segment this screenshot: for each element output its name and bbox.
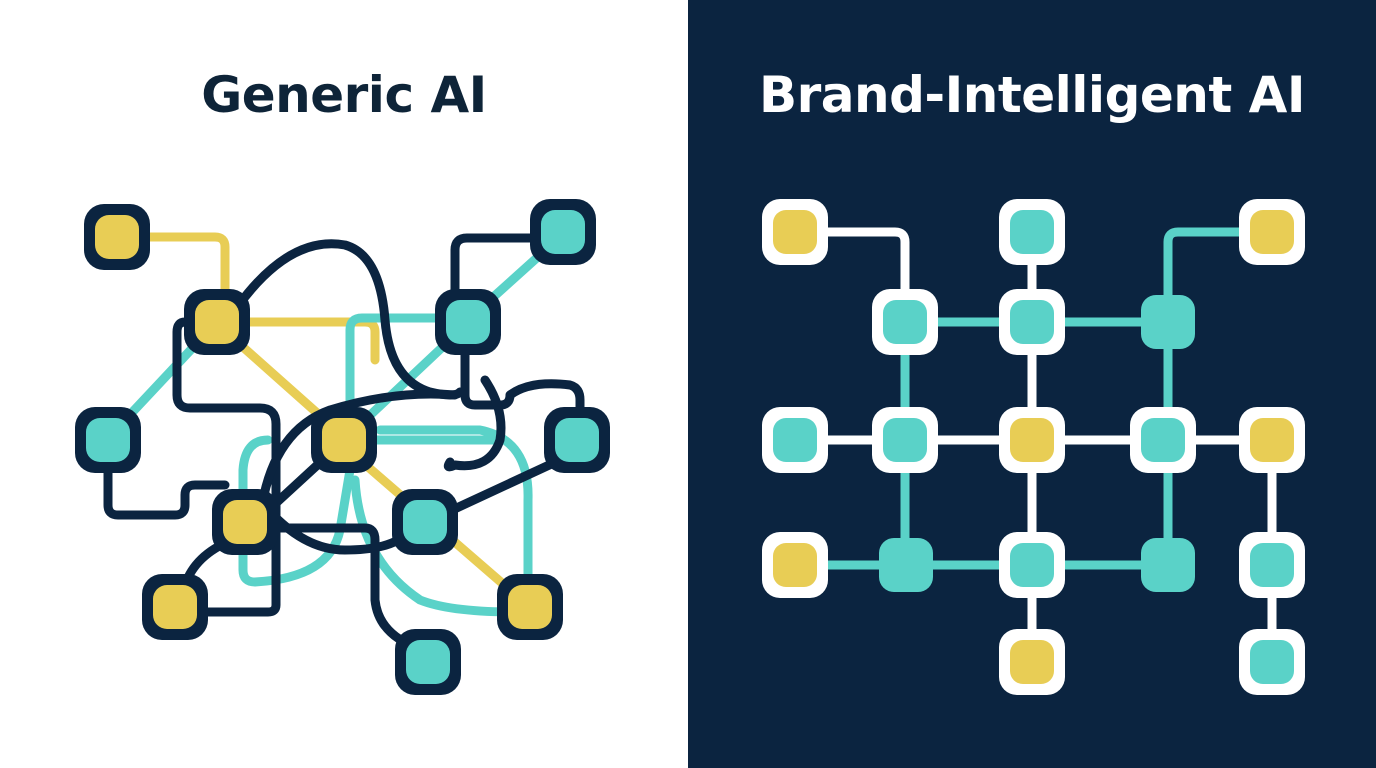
node-yellow [999,629,1065,695]
node-yellow [84,204,150,270]
generic-ai-title: Generic AI [201,66,487,124]
generic-ai-nodes [75,199,610,695]
node-teal [872,407,938,473]
node-teal [1141,538,1195,592]
node-teal [1239,532,1305,598]
node-teal [530,199,596,265]
node-teal [1130,407,1196,473]
node-teal [879,538,933,592]
node-yellow [184,289,250,355]
brand-intelligent-ai-title: Brand-Intelligent AI [759,66,1305,124]
node-yellow [497,574,563,640]
node-yellow [999,407,1065,473]
generic-ai-connectors [103,232,585,650]
node-yellow [142,574,208,640]
node-teal [762,407,828,473]
node-yellow [762,532,828,598]
node-teal [999,289,1065,355]
node-teal [872,289,938,355]
node-teal [392,489,458,555]
node-yellow [762,199,828,265]
node-yellow [212,489,278,555]
node-teal [75,407,141,473]
node-teal [999,199,1065,265]
node-yellow [1239,199,1305,265]
node-teal [544,407,610,473]
node-yellow [1239,407,1305,473]
node-teal [435,289,501,355]
node-teal [395,629,461,695]
node-teal [1141,295,1195,349]
node-teal [999,532,1065,598]
brand-ai-nodes [762,199,1305,695]
node-teal [1239,629,1305,695]
brand-ai-connectors [820,227,1277,638]
node-yellow [311,407,377,473]
